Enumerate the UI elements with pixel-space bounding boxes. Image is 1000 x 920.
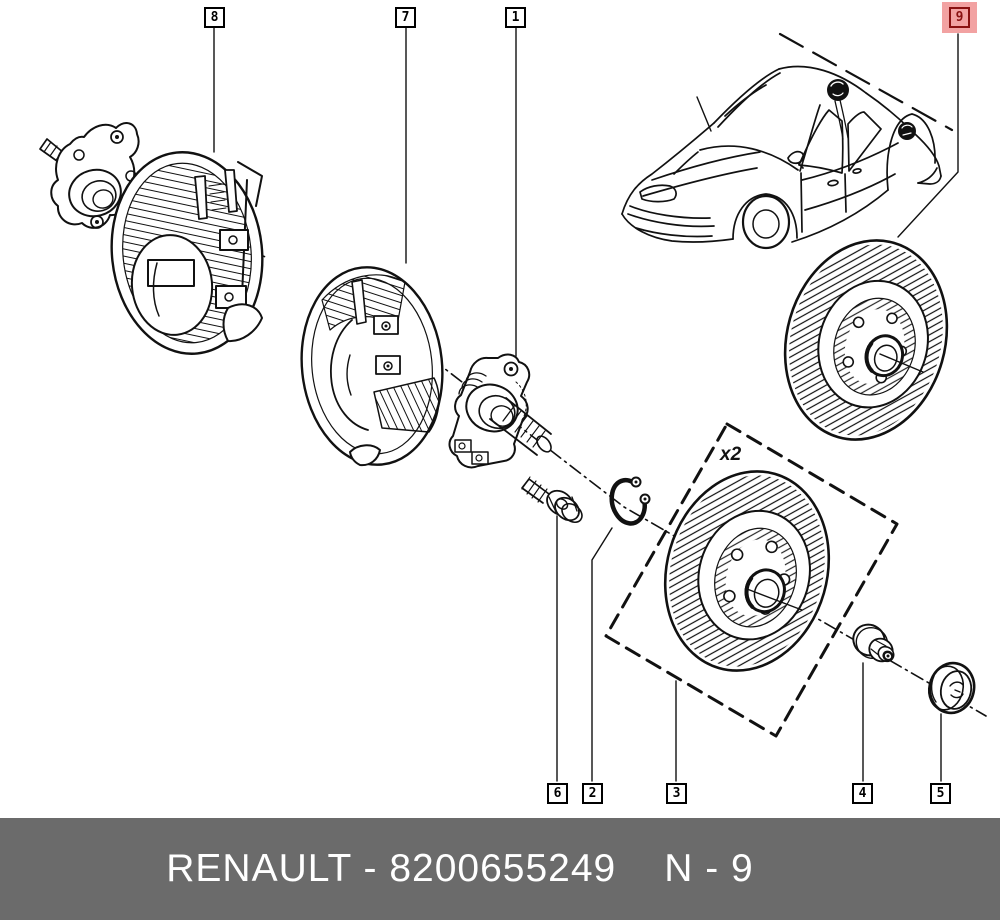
car-front-rim	[752, 209, 780, 239]
plate8-lower-hook	[222, 303, 263, 343]
car-hood-crease2	[642, 167, 758, 197]
car-strut-link1	[834, 100, 844, 140]
plate8-bracket1	[219, 229, 249, 251]
leader-2	[591, 527, 613, 782]
car-a-pillar-inner	[717, 72, 781, 128]
holddown-blade1	[194, 175, 208, 220]
hub-carrier-left[interactable]	[39, 122, 140, 229]
car-hood-crease1	[651, 151, 761, 181]
car-bumper-line2	[627, 213, 715, 228]
car-cowl-line	[699, 145, 799, 171]
car-windshield-reflection	[724, 84, 767, 117]
car-front-bumper	[621, 213, 734, 243]
part-circlip-2[interactable]	[609, 476, 651, 526]
car-roofline	[778, 65, 867, 94]
car-front-hood-edge	[621, 122, 715, 215]
spindle	[489, 397, 552, 456]
quantity-label: x2	[720, 444, 742, 465]
car-rocker	[791, 189, 889, 243]
plate7-blade	[351, 279, 367, 325]
car-rear-wheel-arch	[886, 113, 936, 191]
part-brake-disc-9[interactable]	[762, 221, 970, 459]
car-mirror	[787, 150, 805, 165]
car-b-pillar	[844, 173, 847, 213]
leader-9	[897, 33, 959, 238]
callout-2[interactable]: 2	[582, 783, 603, 804]
car-antenna	[696, 96, 712, 132]
part-backplate-8[interactable]	[102, 145, 272, 362]
car-front-wheel-arch	[732, 193, 798, 240]
callout-7[interactable]: 7	[395, 7, 416, 28]
part-backplate-7[interactable]	[292, 260, 452, 472]
car-rear-window	[847, 111, 882, 172]
disc3-bore-pointer	[746, 588, 803, 611]
callout-3[interactable]: 3	[666, 783, 687, 804]
car-shoulder-crease	[801, 142, 899, 181]
car-door-handle-rear	[852, 168, 862, 174]
section-boundary-dashes	[778, 32, 954, 132]
plate7-bottom-notch	[349, 444, 381, 467]
part-brake-disc-3[interactable]	[642, 452, 851, 690]
plate8-slot	[147, 259, 195, 287]
car-rear-bumper	[917, 175, 942, 185]
holddown-blade2	[224, 169, 238, 213]
car-headlight	[639, 184, 677, 203]
disc9-bore-pointer	[879, 353, 924, 373]
car-a-pillar	[713, 68, 780, 124]
car-strut-link2	[839, 99, 849, 139]
callout-6[interactable]: 6	[547, 783, 568, 804]
part-hub-cap-5[interactable]	[925, 659, 979, 717]
car-front-door-line	[800, 172, 803, 233]
car-front-window	[798, 109, 844, 174]
car-mirror-stalk	[797, 162, 804, 169]
callout-8[interactable]: 8	[204, 7, 225, 28]
footer-part-number: RENAULT - 8200655249	[166, 847, 617, 890]
car-front-tire	[741, 194, 791, 250]
quantity-dashed-box	[604, 422, 899, 738]
part-hub-bolt-6[interactable]	[521, 476, 586, 526]
car-bumper-line1	[629, 205, 711, 219]
part-stub-axle-1[interactable]	[448, 353, 554, 469]
footer-page-ref: N - 9	[664, 847, 754, 890]
car-door-handle	[827, 179, 839, 187]
callout-4[interactable]: 4	[852, 783, 873, 804]
car-rear-lower	[917, 167, 938, 184]
plate7-bottom-fan	[373, 377, 440, 433]
car-door-crease	[804, 173, 896, 211]
part-hub-nut-4[interactable]	[847, 619, 897, 666]
car-wiper	[673, 151, 699, 175]
car-bumper-line3	[635, 227, 713, 238]
callout-9[interactable]: 9	[949, 7, 970, 28]
car-windshield-edge	[799, 104, 821, 172]
callout-1[interactable]: 1	[505, 7, 526, 28]
callout-5[interactable]: 5	[930, 783, 951, 804]
car-illustration	[621, 65, 942, 250]
callout-leader-lines	[213, 26, 959, 782]
callout-9-highlight: 9	[942, 2, 977, 33]
footer-bar: RENAULT - 8200655249 N - 9	[0, 818, 1000, 920]
